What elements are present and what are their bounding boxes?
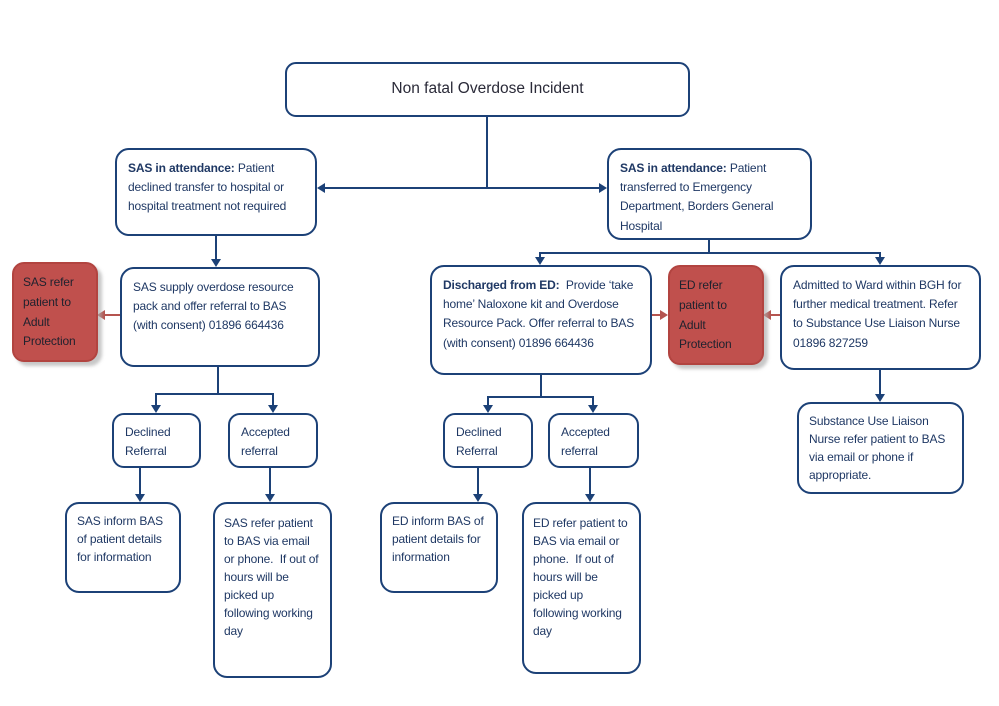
node-ed-declined-referral-label: Declined Referral: [456, 425, 505, 459]
arrowhead-to-sas-declined-ref: [151, 405, 161, 413]
connector-discharged-stem: [540, 375, 542, 397]
connector-sasdeclined-drop: [155, 394, 157, 406]
connector-eddeclined-out: [477, 468, 479, 495]
node-liaison-nurse-refer: Substance Use Liaison Nurse refer patien…: [797, 402, 964, 494]
node-sas-attendance-declined: SAS in attendance: Patient declined tran…: [115, 148, 317, 236]
node-sas-accepted-referral: Accepted referral: [228, 413, 318, 468]
node-sas-attendance-transferred-bold: SAS in attendance:: [620, 161, 727, 175]
arrowhead-to-discharged: [535, 257, 545, 265]
node-discharged-from-ed: Discharged from ED: Provide ‘take home’ …: [430, 265, 652, 375]
node-ed-refer-bas: ED refer patient to BAS via email or pho…: [522, 502, 641, 674]
node-sas-attendance-declined-text: Patient declined transfer to hospital or…: [128, 161, 288, 214]
node-sas-inform-bas-label: SAS inform BAS of patient details for in…: [77, 514, 167, 564]
node-sas-attendance-transferred: SAS in attendance: Patient transferred t…: [607, 148, 812, 240]
node-sas-declined-referral: Declined Referral: [112, 413, 201, 468]
node-admitted-to-ward-label: Admitted to Ward within BGH for further …: [793, 278, 965, 350]
connector-red-from-admitted: [771, 314, 780, 316]
node-sas-adult-protection-label: SAS refer patient to Adult Protection: [23, 275, 77, 349]
node-discharged-from-ed-text: Provide ‘take home’ Naloxone kit and Ove…: [443, 278, 638, 350]
node-sas-refer-bas-label: SAS refer patient to BAS via email or ph…: [224, 516, 322, 638]
node-sas-attendance-declined-bold: SAS in attendance:: [128, 161, 235, 175]
connector-sasright-branch: [539, 252, 881, 254]
node-ed-adult-protection: ED refer patient to Adult Protection: [668, 265, 764, 365]
node-sas-accepted-referral-label: Accepted referral: [241, 425, 294, 459]
node-discharged-from-ed-bold: Discharged from ED:: [443, 278, 560, 292]
arrowhead-to-admitted: [875, 257, 885, 265]
node-title: Non fatal Overdose Incident: [285, 62, 690, 117]
connector-red-from-discharged: [652, 314, 661, 316]
node-sas-declined-referral-label: Declined Referral: [125, 425, 174, 459]
arrowhead-to-sas-accepted-ref: [268, 405, 278, 413]
connector-sasright-stem: [708, 240, 710, 253]
node-sas-supply-pack-label: SAS supply overdose resource pack and of…: [133, 280, 297, 333]
arrowhead-to-ed-refer: [585, 494, 595, 502]
node-title-label: Non fatal Overdose Incident: [391, 80, 584, 97]
connector-edaccepted-drop: [592, 397, 594, 406]
arrowhead-to-ed-adult-protection-left: [660, 310, 668, 320]
node-ed-declined-referral: Declined Referral: [443, 413, 533, 468]
arrowhead-to-ed-adult-protection-right: [763, 310, 771, 320]
connector-sassupply-branch: [155, 393, 274, 395]
connector-admitted-out: [879, 370, 881, 395]
node-sas-attendance-transferred-text: Patient transferred to Emergency Departm…: [620, 161, 777, 233]
connector-sasaccepted-drop: [272, 394, 274, 406]
arrowhead-to-sas-inform: [135, 494, 145, 502]
connector-edaccepted-out: [589, 468, 591, 495]
connector-title-stem: [486, 117, 488, 189]
arrowhead-to-ed-accepted-ref: [588, 405, 598, 413]
node-sas-refer-bas: SAS refer patient to BAS via email or ph…: [213, 502, 332, 678]
arrowhead-to-ed-inform: [473, 494, 483, 502]
node-ed-refer-bas-label: ED refer patient to BAS via email or pho…: [533, 516, 631, 638]
connector-top-branch: [325, 187, 599, 189]
connector-sasaccepted-out: [269, 468, 271, 495]
connector-sassupply-stem: [217, 367, 219, 394]
node-ed-adult-protection-label: ED refer patient to Adult Protection: [679, 278, 732, 352]
arrowhead-to-ed-declined-ref: [483, 405, 493, 413]
arrowhead-to-liaison: [875, 394, 885, 402]
arrowhead-to-sas-adult-protection: [97, 310, 105, 320]
connector-red-left: [104, 314, 120, 316]
node-ed-accepted-referral-label: Accepted referral: [561, 425, 614, 459]
connector-sasleft-down: [215, 236, 217, 260]
node-sas-adult-protection: SAS refer patient to Adult Protection: [12, 262, 98, 362]
arrowhead-to-sas-refer: [265, 494, 275, 502]
connector-sasdeclined-out: [139, 468, 141, 495]
node-liaison-nurse-refer-label: Substance Use Liaison Nurse refer patien…: [809, 414, 949, 482]
node-sas-supply-pack: SAS supply overdose resource pack and of…: [120, 267, 320, 367]
arrowhead-to-sas-supply: [211, 259, 221, 267]
node-admitted-to-ward: Admitted to Ward within BGH for further …: [780, 265, 981, 370]
arrowhead-to-sas-transferred: [599, 183, 607, 193]
arrowhead-to-sas-declined: [317, 183, 325, 193]
connector-discharged-drop: [539, 253, 541, 258]
node-sas-inform-bas: SAS inform BAS of patient details for in…: [65, 502, 181, 593]
node-ed-accepted-referral: Accepted referral: [548, 413, 639, 468]
connector-discharged-branch: [487, 396, 594, 398]
connector-eddeclined-drop: [487, 397, 489, 406]
connector-admitted-drop: [879, 253, 881, 258]
node-ed-inform-bas: ED inform BAS of patient details for inf…: [380, 502, 498, 593]
node-ed-inform-bas-label: ED inform BAS of patient details for inf…: [392, 514, 487, 564]
